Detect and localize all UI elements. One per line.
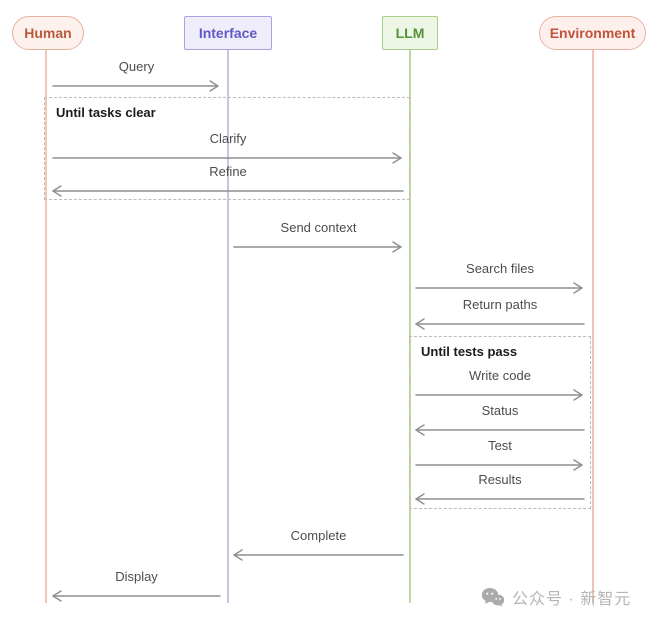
message-return-paths: Return paths bbox=[409, 296, 591, 331]
loop-label: Until tasks clear bbox=[56, 105, 156, 120]
arrow-right-icon bbox=[52, 80, 219, 92]
message-status: Status bbox=[409, 402, 591, 437]
arrow-left-icon bbox=[415, 318, 585, 330]
arrow-right-icon bbox=[415, 459, 583, 471]
actor-environment-label: Environment bbox=[549, 25, 636, 41]
loop-box-until-tasks-clear: Until tasks clear bbox=[44, 97, 410, 200]
actor-llm: LLM bbox=[382, 16, 438, 50]
message-label: Display bbox=[115, 569, 158, 584]
message-label: Test bbox=[488, 438, 512, 453]
message-search-files: Search files bbox=[409, 260, 591, 295]
loop-box-until-tests-pass: Until tests pass bbox=[409, 336, 591, 509]
actor-llm-label: LLM bbox=[395, 25, 425, 41]
message-results: Results bbox=[409, 471, 591, 506]
message-label: Send context bbox=[280, 220, 357, 235]
watermark: 公众号 · 新智元 bbox=[481, 585, 631, 609]
actor-environment: Environment bbox=[539, 16, 646, 50]
arrow-left-icon bbox=[52, 185, 404, 197]
message-label: Query bbox=[118, 59, 155, 74]
message-label: Refine bbox=[209, 164, 247, 179]
message-label: Write code bbox=[469, 368, 531, 383]
arrow-right-icon bbox=[415, 389, 583, 401]
actor-human: Human bbox=[12, 16, 84, 50]
message-label: Status bbox=[481, 403, 519, 418]
message-label: Return paths bbox=[462, 297, 538, 312]
arrow-right-icon bbox=[233, 241, 402, 253]
message-send-context: Send context bbox=[227, 219, 410, 254]
lifeline-environment bbox=[592, 49, 594, 603]
message-complete: Complete bbox=[227, 527, 410, 562]
message-label: Clarify bbox=[209, 131, 247, 146]
arrow-left-icon bbox=[52, 590, 221, 602]
message-label: Search files bbox=[466, 261, 534, 276]
watermark-text: 公众号 · 新智元 bbox=[512, 591, 632, 608]
message-refine: Refine bbox=[46, 163, 410, 198]
loop-label: Until tests pass bbox=[421, 344, 518, 359]
arrow-right-icon bbox=[52, 152, 402, 164]
message-write-code: Write code bbox=[409, 367, 591, 402]
message-query: Query bbox=[46, 58, 227, 93]
lifeline-interface bbox=[227, 49, 229, 603]
arrow-left-icon bbox=[233, 549, 404, 561]
arrow-left-icon bbox=[415, 424, 585, 436]
actor-interface: Interface bbox=[184, 16, 272, 50]
message-label: Results bbox=[478, 472, 522, 487]
actor-interface-label: Interface bbox=[198, 25, 258, 41]
wechat-icon bbox=[481, 588, 505, 607]
message-display: Display bbox=[46, 568, 227, 603]
message-test: Test bbox=[409, 437, 591, 472]
arrow-left-icon bbox=[415, 493, 585, 505]
message-label: Complete bbox=[290, 528, 347, 543]
message-clarify: Clarify bbox=[46, 130, 410, 165]
actor-human-label: Human bbox=[24, 25, 72, 41]
lifeline-human bbox=[45, 49, 47, 603]
lifeline-llm bbox=[409, 49, 411, 603]
arrow-right-icon bbox=[415, 282, 583, 294]
